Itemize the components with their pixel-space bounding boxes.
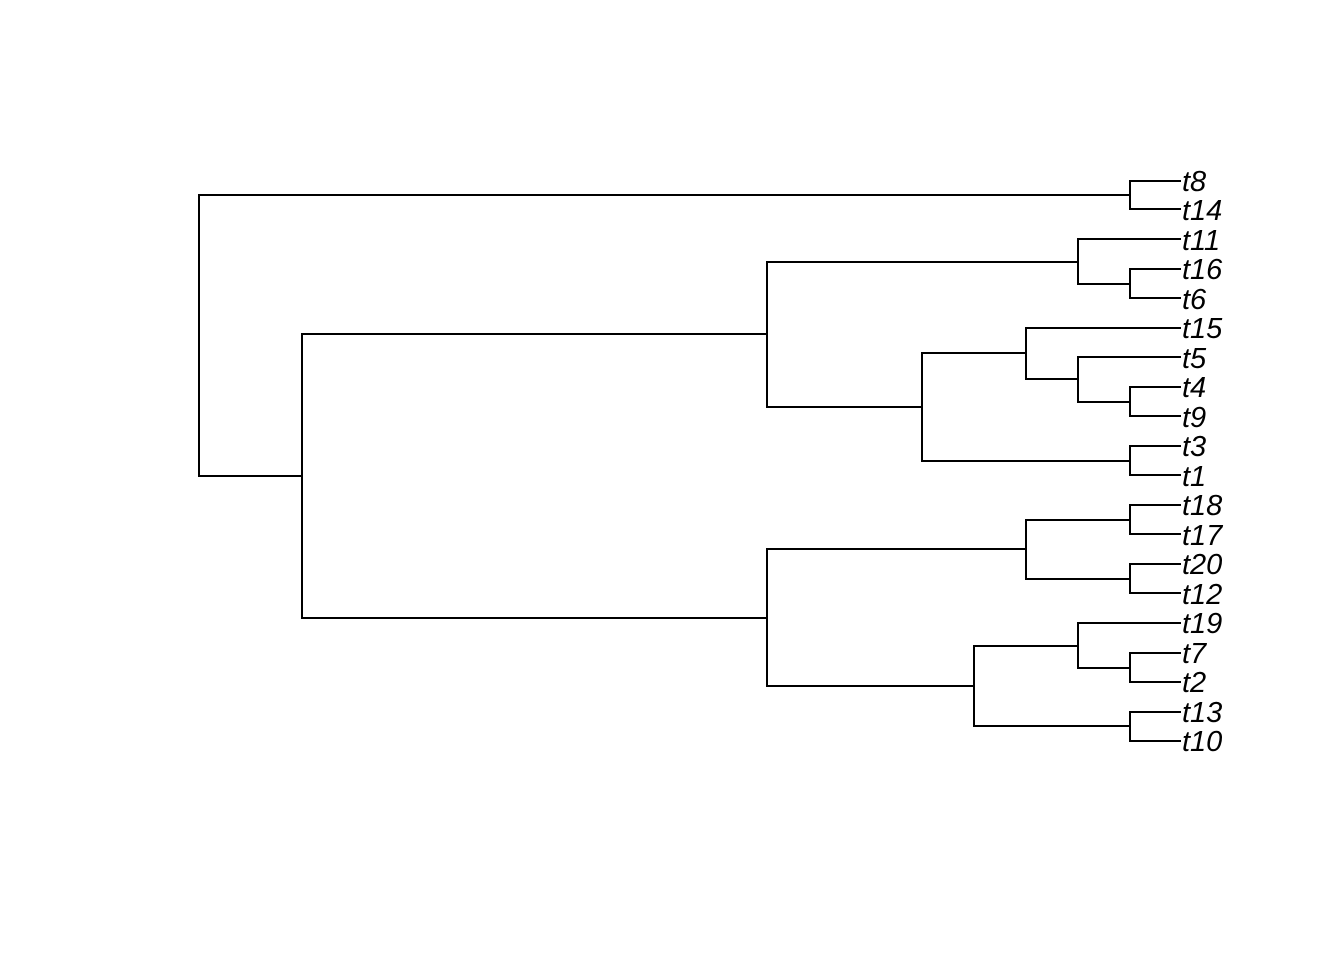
tip-label: t17 bbox=[1182, 520, 1224, 552]
tip-label: t6 bbox=[1182, 284, 1207, 316]
tip-label: t19 bbox=[1182, 608, 1222, 640]
tip-label: t1 bbox=[1182, 461, 1206, 493]
tip-labels: t8 t14 t11 t16 t6 t15 t5 t4 t9 t3 t1 t18… bbox=[1182, 166, 1224, 758]
tip-label: t3 bbox=[1182, 431, 1206, 463]
tip-label: t7 bbox=[1182, 638, 1208, 670]
tip-label: t14 bbox=[1182, 195, 1222, 227]
tip-label: t9 bbox=[1182, 402, 1206, 434]
tip-label: t16 bbox=[1182, 254, 1223, 286]
tip-label: t5 bbox=[1182, 343, 1207, 375]
tip-label: t13 bbox=[1182, 697, 1222, 729]
tip-label: t12 bbox=[1182, 579, 1222, 611]
tree-branches bbox=[198, 180, 1181, 742]
tip-label: t2 bbox=[1182, 667, 1206, 699]
tip-label: t8 bbox=[1182, 166, 1206, 198]
tip-label: t10 bbox=[1182, 726, 1222, 758]
tip-label: t11 bbox=[1182, 225, 1220, 257]
tip-label: t20 bbox=[1182, 549, 1222, 581]
tip-label: t15 bbox=[1182, 313, 1223, 345]
tip-label: t18 bbox=[1182, 490, 1222, 522]
tip-label: t4 bbox=[1182, 372, 1206, 404]
